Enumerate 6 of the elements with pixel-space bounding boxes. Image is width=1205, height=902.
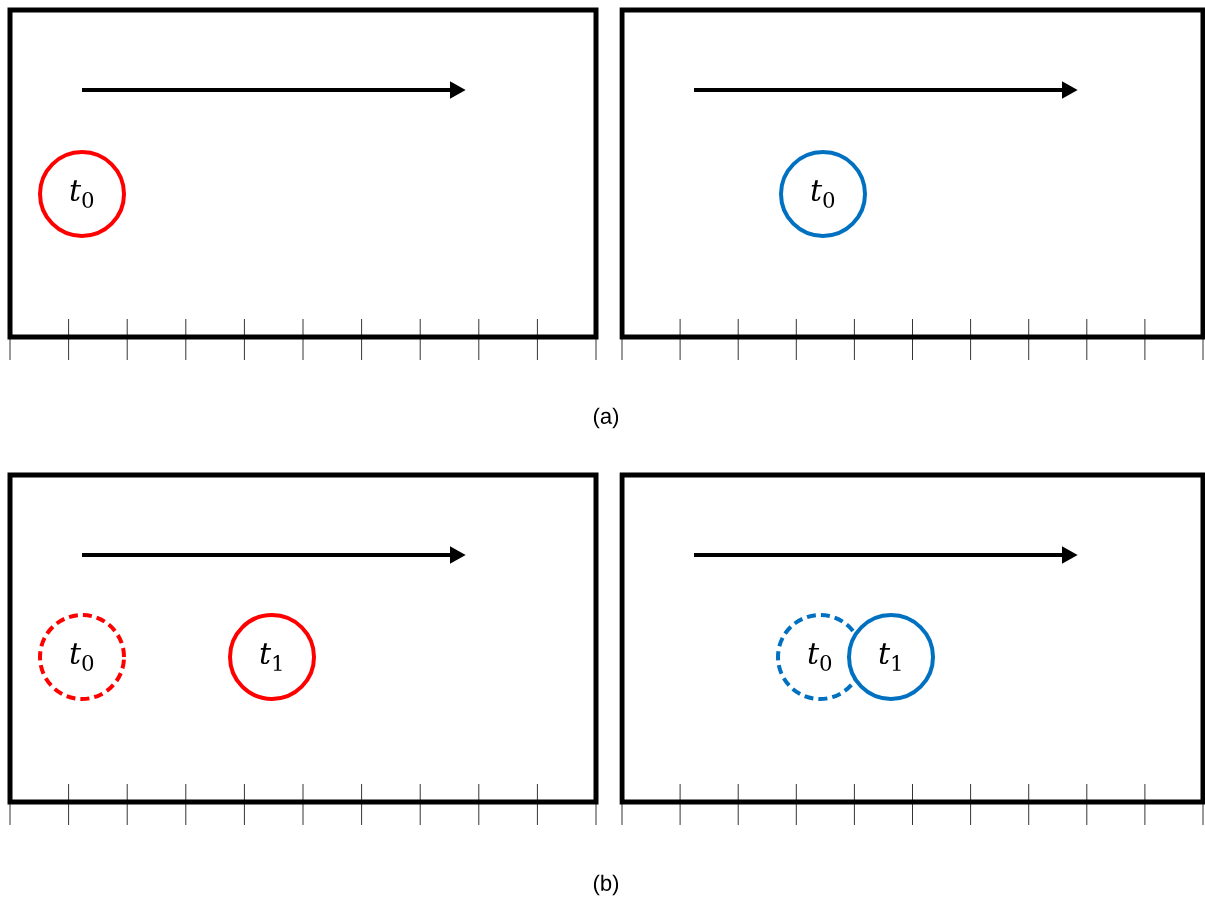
panel-label: (a)	[593, 407, 619, 429]
panel-label: (b)	[593, 874, 619, 896]
panel-box	[619, 7, 1205, 340]
panel-box	[619, 472, 1205, 805]
panel-box	[7, 7, 599, 340]
panel-box	[7, 472, 599, 805]
